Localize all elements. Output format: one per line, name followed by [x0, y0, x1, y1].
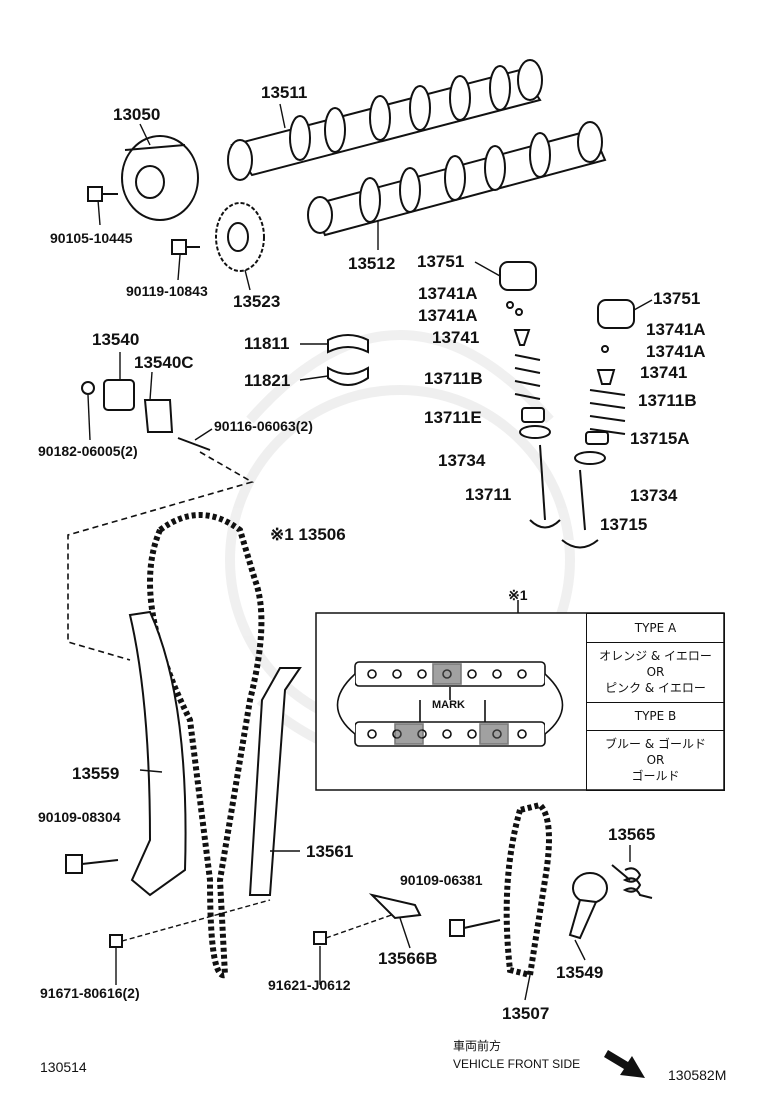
label-13741A-1: 13741A: [418, 284, 478, 303]
label-13565: 13565: [608, 825, 656, 844]
label-13734-left: 13734: [438, 451, 486, 470]
label-11811: 11811: [244, 334, 290, 353]
timing-chain-13506: [147, 512, 265, 979]
valve-train-left: [499, 261, 561, 529]
type-a-line2: ピンク & イエロー: [605, 681, 706, 696]
label-90105-10445: 90105-10445: [50, 230, 133, 246]
label-13741A-3: 13741A: [646, 320, 706, 339]
label-13711B-right: 13711B: [638, 391, 697, 410]
inset-mark-label: MARK: [432, 699, 465, 711]
bolt-91671: [109, 934, 123, 948]
label-91671-80616: 91671-80616(2): [40, 985, 140, 1001]
label-13561: 13561: [306, 842, 354, 861]
bolt-91621: [313, 931, 327, 945]
label-13549: 13549: [556, 963, 604, 982]
leader-91621: [325, 911, 401, 939]
type-a-text: TYPE A: [634, 620, 677, 635]
type-b-text: TYPE B: [634, 708, 677, 723]
front-arrow-icon: [604, 1050, 645, 1078]
tensioner-13540: [81, 379, 211, 451]
label-13540C: 13540C: [134, 353, 194, 372]
type-a-body: オレンジ & イエロー OR ピンク & イエロー: [587, 642, 724, 703]
label-13711E: 13711E: [424, 408, 482, 427]
label-13540: 13540: [92, 330, 140, 349]
leader-lines: [87, 103, 653, 1001]
type-a-or: OR: [646, 664, 665, 679]
tensioner-arm-13549: [568, 872, 608, 940]
sprocket-13523: [215, 202, 265, 272]
label-90119-10843: 90119-10843: [126, 283, 208, 299]
label-90109-08304: 90109-08304: [38, 809, 121, 825]
label-13507: 13507: [502, 1004, 550, 1023]
bolt-90119: [171, 239, 200, 255]
label-13715A: 13715A: [630, 429, 690, 448]
label-13050: 13050: [113, 105, 161, 124]
vehicle-front-jp: 車両前方: [453, 1039, 502, 1053]
inset-type-table: TYPE A オレンジ & イエロー OR ピンク & イエロー TYPE B …: [586, 613, 725, 791]
type-b-line1: ブルー & ゴールド: [605, 736, 706, 751]
label-13506: ※1 13506: [270, 525, 346, 544]
inset-ref-label: ※1: [508, 587, 528, 603]
label-90182-06005: 90182-06005(2): [38, 443, 138, 459]
spring-13565: [611, 864, 653, 899]
label-13734-right: 13734: [630, 486, 678, 505]
label-13711B-left: 13711B: [424, 369, 483, 388]
camshaft-13511: [227, 59, 543, 181]
valve-train-right: [561, 299, 635, 549]
label-13711: 13711: [465, 485, 512, 504]
type-b-line2: ゴールド: [631, 769, 680, 784]
label-13751-right: 13751: [653, 289, 701, 308]
label-90109-06381: 90109-06381: [400, 872, 483, 888]
chain-detail: [336, 661, 564, 747]
figure-number-right: 130582M: [668, 1067, 727, 1083]
label-13751-left: 13751: [417, 252, 465, 271]
bolt-90109-08304: [65, 854, 119, 874]
chain-guide-13559: [128, 610, 187, 897]
type-a-header: TYPE A: [587, 614, 724, 643]
label-11821: 11821: [244, 371, 291, 390]
type-b-body: ブルー & ゴールド OR ゴールド: [587, 730, 724, 790]
vehicle-front-en: VEHICLE FRONT SIDE: [453, 1057, 581, 1071]
label-13523: 13523: [233, 292, 281, 311]
bolt-90109-06381: [449, 919, 501, 937]
leader-91671: [121, 899, 271, 942]
label-13741A-4: 13741A: [646, 342, 706, 361]
figure-number-left: 130514: [40, 1059, 87, 1075]
chain-damper-13561: [248, 667, 302, 896]
label-13715: 13715: [600, 515, 648, 534]
type-a-line1: オレンジ & イエロー: [599, 648, 712, 663]
leader-dashed: [67, 451, 255, 661]
label-13566B: 13566B: [378, 949, 438, 968]
label-13511: 13511: [261, 83, 308, 102]
type-b-or: OR: [646, 752, 665, 767]
label-91621-J0612: 91621-J0612: [268, 977, 351, 993]
bearing-11821: [327, 366, 369, 386]
label-90116-06063: 90116-06063(2): [214, 418, 313, 434]
label-13559: 13559: [72, 764, 120, 783]
chain-guide-13566b: [368, 893, 422, 920]
label-13741-right: 13741: [640, 363, 688, 382]
label-13512: 13512: [348, 254, 396, 273]
chain-13507: [503, 801, 552, 979]
label-13741-left: 13741: [432, 328, 480, 347]
camshaft-13512: [307, 121, 607, 237]
bolt-90105: [87, 186, 118, 202]
label-13741A-2: 13741A: [418, 306, 478, 325]
vvt-gear-13050: [121, 135, 199, 221]
type-b-header: TYPE B: [587, 702, 724, 731]
bearing-11811: [327, 334, 369, 354]
